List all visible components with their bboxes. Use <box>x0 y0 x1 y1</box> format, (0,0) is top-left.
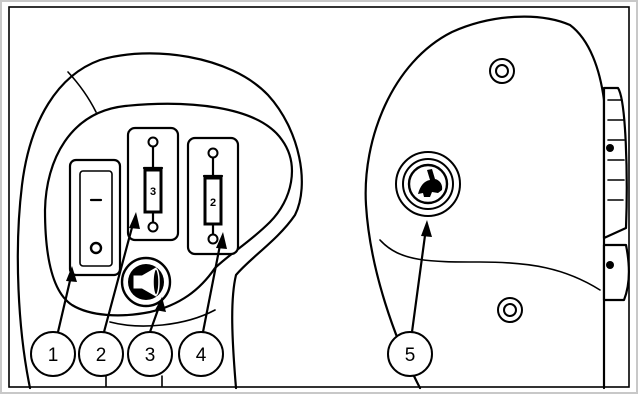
rocker-switch <box>68 158 122 277</box>
callout-3-label: 3 <box>145 345 156 366</box>
thumbwheel-ribs <box>607 99 625 201</box>
screw-bottom-inner <box>503 303 517 317</box>
callout-4: 4 <box>178 331 224 377</box>
leader-5 <box>410 226 428 334</box>
horn-icon <box>133 267 157 297</box>
side-indicator-lower <box>606 261 614 269</box>
screw-top <box>489 58 515 84</box>
callout-2-circle <box>78 331 124 377</box>
callout-1-circle <box>30 331 76 377</box>
cylinder-switch-3: 3 <box>126 126 180 242</box>
leader-2 <box>102 218 136 334</box>
right-joystick-handle <box>364 15 630 390</box>
speed-button <box>395 151 461 217</box>
side-thumbwheel-upper <box>602 86 628 240</box>
callout-5-label: 5 <box>405 345 416 366</box>
callout-4-circle <box>178 331 224 377</box>
leader-3-arrow <box>155 297 166 312</box>
screw-top-inner <box>495 64 509 78</box>
cylinder-3-label: 3 <box>150 186 156 198</box>
callout-5-circle <box>387 331 433 377</box>
left-joystick-handle: 3 2 <box>16 52 303 390</box>
callout-4-label: 4 <box>196 345 207 366</box>
rocker-switch-body <box>68 158 122 277</box>
cylinder-switch-2: 2 <box>186 136 240 256</box>
leader-1 <box>56 270 74 334</box>
callout-1: 1 <box>30 331 76 377</box>
callout-leaders <box>56 212 432 387</box>
leader-5-arrow <box>421 220 432 237</box>
callout-5: 5 <box>387 331 433 377</box>
diagram-border <box>8 6 630 388</box>
callout-2-label: 2 <box>96 345 107 366</box>
right-grip-outline <box>364 15 606 390</box>
cylinder-2-bottom-pin <box>207 233 219 245</box>
lower-contour <box>109 309 216 327</box>
control-panel-bezel <box>43 102 293 317</box>
cylinder-3-bottom-pin <box>147 221 159 233</box>
left-grip-outline <box>16 52 303 390</box>
side-switch-lower <box>602 243 630 302</box>
callout-1-label: 1 <box>48 345 59 366</box>
rocker-switch-face <box>79 170 113 267</box>
leader-4 <box>201 238 223 334</box>
leader-4-arrow <box>216 232 227 249</box>
leader-2-arrow <box>129 212 140 229</box>
cylinder-2-top-pin <box>207 147 219 159</box>
callout-3: 3 <box>127 331 173 377</box>
side-indicator-upper <box>606 144 614 152</box>
rocker-on-mark <box>89 241 103 255</box>
rabbit-icon <box>418 169 443 197</box>
screw-bottom <box>497 297 523 323</box>
right-grip-seam <box>379 239 601 291</box>
cylinder-2-label: 2 <box>210 197 216 209</box>
side-controls <box>602 86 630 302</box>
cylinder-3-top-pin <box>147 136 159 148</box>
callout-2: 2 <box>78 331 124 377</box>
callout-3-circle <box>127 331 173 377</box>
grip-ridge <box>67 71 97 113</box>
horn-icon-bell <box>152 268 160 296</box>
leader-1-arrow <box>66 266 77 282</box>
horn-button <box>120 256 172 308</box>
